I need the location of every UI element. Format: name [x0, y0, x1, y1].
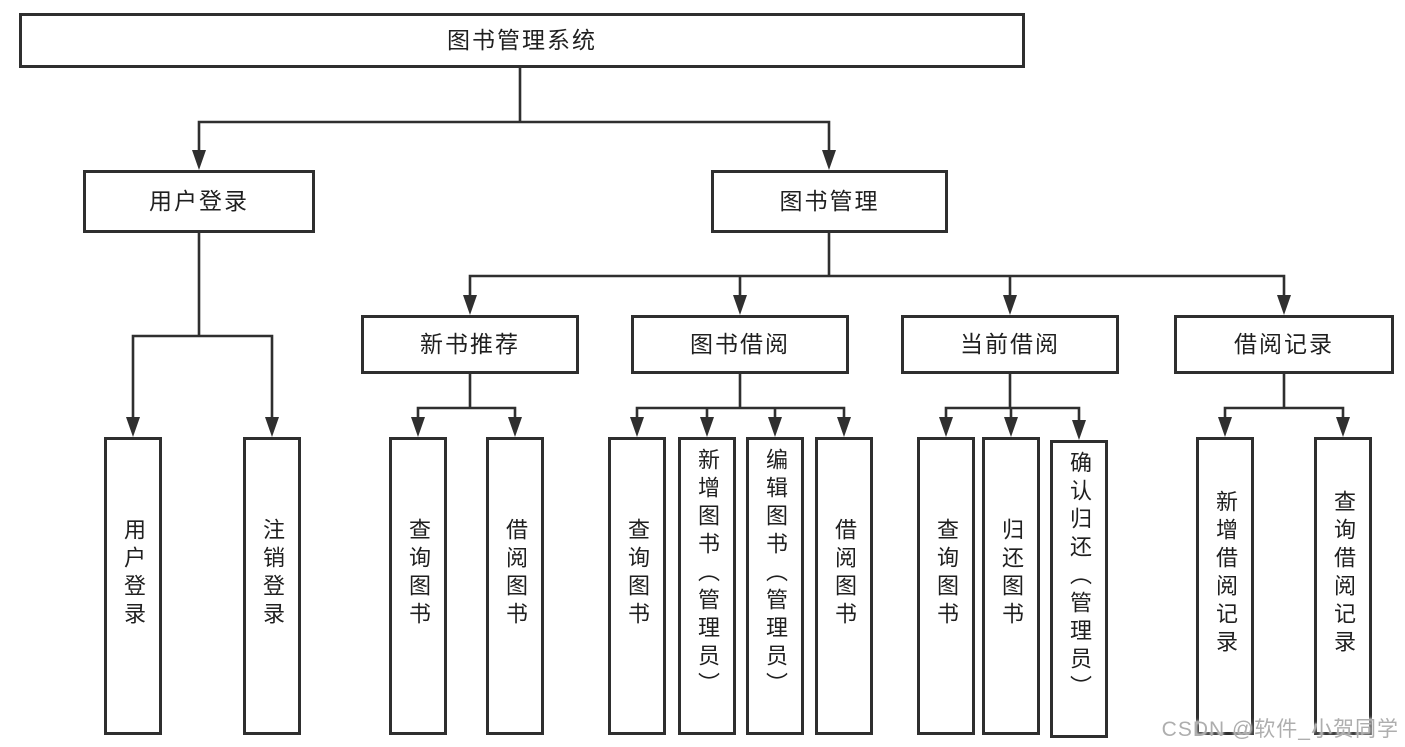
node-user-login: 用户登录 [83, 170, 315, 233]
leaf-edit-book-label: 编辑图书（管理员） [763, 448, 788, 700]
leaf-user-login-label: 用户登录 [121, 518, 146, 630]
arrow-down-icon [192, 150, 206, 170]
arrow-down-icon [837, 417, 851, 437]
node-current-borrowing: 当前借阅 [901, 315, 1119, 374]
arrow-down-icon [126, 417, 140, 437]
arrow-down-icon [1003, 295, 1017, 315]
node-book-borrowing-label: 图书借阅 [690, 331, 790, 357]
leaf-borrow-book-borrowing: 借阅图书 [815, 437, 873, 735]
leaf-query-book-borrowing: 查询图书 [608, 437, 666, 735]
arrow-down-icon [630, 417, 644, 437]
leaf-query-book-label: 查询图书 [934, 518, 959, 630]
leaf-add-borrow-record-label: 新增借阅记录 [1213, 490, 1238, 658]
leaf-return-book-label: 归还图书 [999, 518, 1024, 630]
node-root-label: 图书管理系统 [447, 27, 597, 53]
leaf-query-borrow-record-label: 查询借阅记录 [1331, 490, 1356, 658]
leaf-borrow-book-recommendation: 借阅图书 [486, 437, 544, 735]
connector-lines [131, 68, 1345, 422]
node-book-borrowing: 图书借阅 [631, 315, 849, 374]
node-new-book-recommendation: 新书推荐 [361, 315, 579, 374]
arrow-down-icon [1218, 417, 1232, 437]
leaf-borrow-book-label: 借阅图书 [832, 518, 857, 630]
node-borrowing-records-label: 借阅记录 [1234, 331, 1334, 357]
leaf-edit-book-admin: 编辑图书（管理员） [746, 437, 804, 735]
leaf-confirm-return-admin: 确认归还（管理员） [1050, 440, 1108, 738]
leaf-confirm-return-label: 确认归还（管理员） [1067, 451, 1092, 703]
arrow-down-icon [463, 295, 477, 315]
leaf-borrow-book-label: 借阅图书 [503, 518, 528, 630]
arrow-down-icon [1072, 420, 1086, 440]
leaf-logout-label: 注销登录 [260, 518, 285, 630]
arrow-down-icon [822, 150, 836, 170]
leaf-query-book-recommendation: 查询图书 [389, 437, 447, 735]
leaf-add-book-admin: 新增图书（管理员） [678, 437, 736, 735]
arrow-down-icon [411, 417, 425, 437]
leaf-query-book-current: 查询图书 [917, 437, 975, 735]
leaf-query-book-label: 查询图书 [625, 518, 650, 630]
node-user-login-label: 用户登录 [149, 188, 249, 214]
arrow-down-icon [768, 417, 782, 437]
arrowheads [126, 150, 1350, 440]
node-borrowing-records: 借阅记录 [1174, 315, 1394, 374]
leaf-return-book: 归还图书 [982, 437, 1040, 735]
node-book-management-label: 图书管理 [779, 188, 880, 214]
watermark: CSDN @软件_小贺同学 [1161, 718, 1399, 741]
leaf-query-borrow-record: 查询借阅记录 [1314, 437, 1372, 735]
arrow-down-icon [700, 417, 714, 437]
leaf-add-book-label: 新增图书（管理员） [695, 448, 720, 700]
node-book-management: 图书管理 [711, 170, 948, 233]
arrow-down-icon [1004, 417, 1018, 437]
arrow-down-icon [508, 417, 522, 437]
arrow-down-icon [733, 295, 747, 315]
node-current-borrowing-label: 当前借阅 [960, 331, 1060, 357]
arrow-down-icon [265, 417, 279, 437]
node-root: 图书管理系统 [19, 13, 1025, 68]
arrow-down-icon [1277, 295, 1291, 315]
arrow-down-icon [939, 417, 953, 437]
leaf-add-borrow-record: 新增借阅记录 [1196, 437, 1254, 735]
arrow-down-icon [1336, 417, 1350, 437]
leaf-logout: 注销登录 [243, 437, 301, 735]
leaf-query-book-label: 查询图书 [406, 518, 431, 630]
leaf-user-login: 用户登录 [104, 437, 162, 735]
node-new-book-recommendation-label: 新书推荐 [420, 331, 520, 357]
